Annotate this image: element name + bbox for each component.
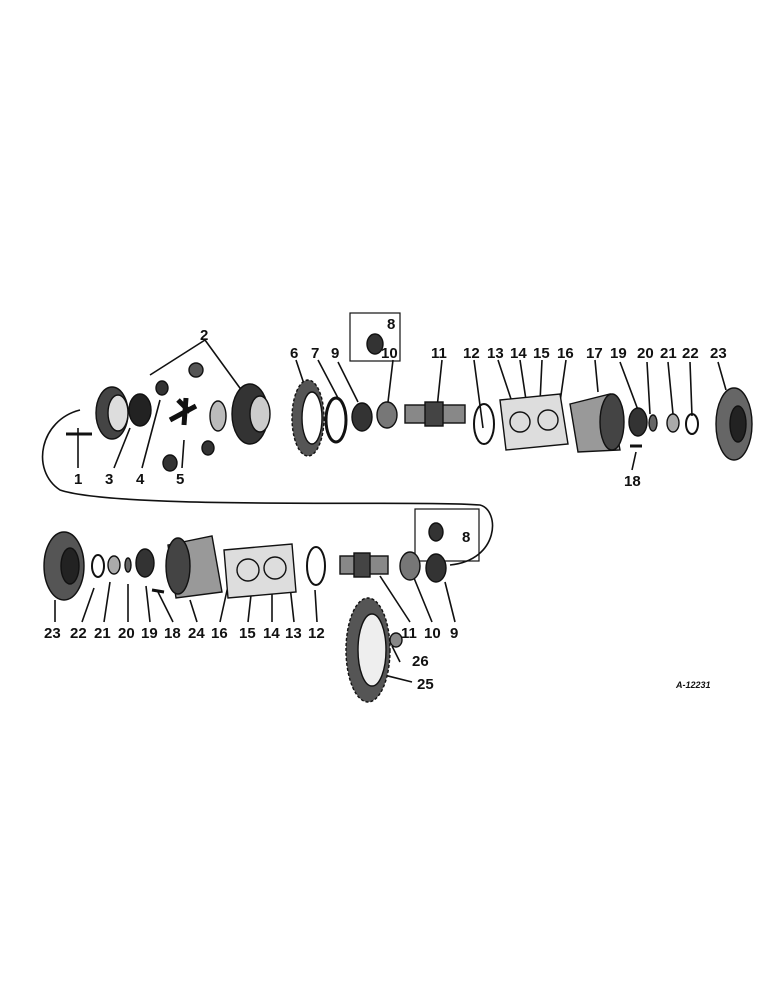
callout-8-bottom: 8 [462, 529, 471, 546]
callout-24: 24 [188, 625, 205, 642]
callout-10-top: 10 [381, 345, 398, 362]
callout-1: 1 [74, 471, 83, 488]
callout-13-bottom: 13 [285, 625, 302, 642]
callout-7: 7 [311, 345, 320, 362]
callout-4: 4 [136, 471, 145, 488]
callout-14-top: 14 [510, 345, 527, 362]
callout-18-bottom: 18 [164, 625, 181, 642]
figure-code: A-12231 [676, 680, 711, 690]
callout-21-bottom: 21 [94, 625, 111, 642]
callout-10-bottom: 10 [424, 625, 441, 642]
callout-11-top: 11 [431, 345, 447, 362]
callout-9-bottom: 9 [450, 625, 459, 642]
callout-11-bottom: 11 [401, 625, 417, 642]
callout-12-top: 12 [463, 345, 480, 362]
part-8-inset-bottom [414, 508, 480, 562]
callout-5: 5 [176, 471, 185, 488]
part-8-inset-top [349, 312, 401, 362]
callout-22-bottom: 22 [70, 625, 87, 642]
callout-3: 3 [105, 471, 114, 488]
callout-21-top: 21 [660, 345, 677, 362]
callout-6: 6 [290, 345, 299, 362]
callout-16-top: 16 [557, 345, 574, 362]
callout-20-bottom: 20 [118, 625, 135, 642]
callout-22-top: 22 [682, 345, 699, 362]
callout-9-top: 9 [331, 345, 340, 362]
callout-15-top: 15 [533, 345, 550, 362]
callout-2: 2 [200, 327, 209, 344]
callout-20-top: 20 [637, 345, 654, 362]
callout-23-top: 23 [710, 345, 727, 362]
callout-25: 25 [417, 676, 434, 693]
callout-23-bottom: 23 [44, 625, 61, 642]
callout-18-top: 18 [624, 473, 641, 490]
callout-16-bottom: 16 [211, 625, 228, 642]
callout-14-bottom: 14 [263, 625, 280, 642]
callout-19-bottom: 19 [141, 625, 158, 642]
callout-19-top: 19 [610, 345, 627, 362]
callout-26: 26 [412, 653, 429, 670]
callout-15-bottom: 15 [239, 625, 256, 642]
callout-17: 17 [586, 345, 603, 362]
callout-12-bottom: 12 [308, 625, 325, 642]
connector-loop-left [41, 409, 494, 566]
callout-8-top: 8 [387, 316, 396, 333]
callout-13-top: 13 [487, 345, 504, 362]
